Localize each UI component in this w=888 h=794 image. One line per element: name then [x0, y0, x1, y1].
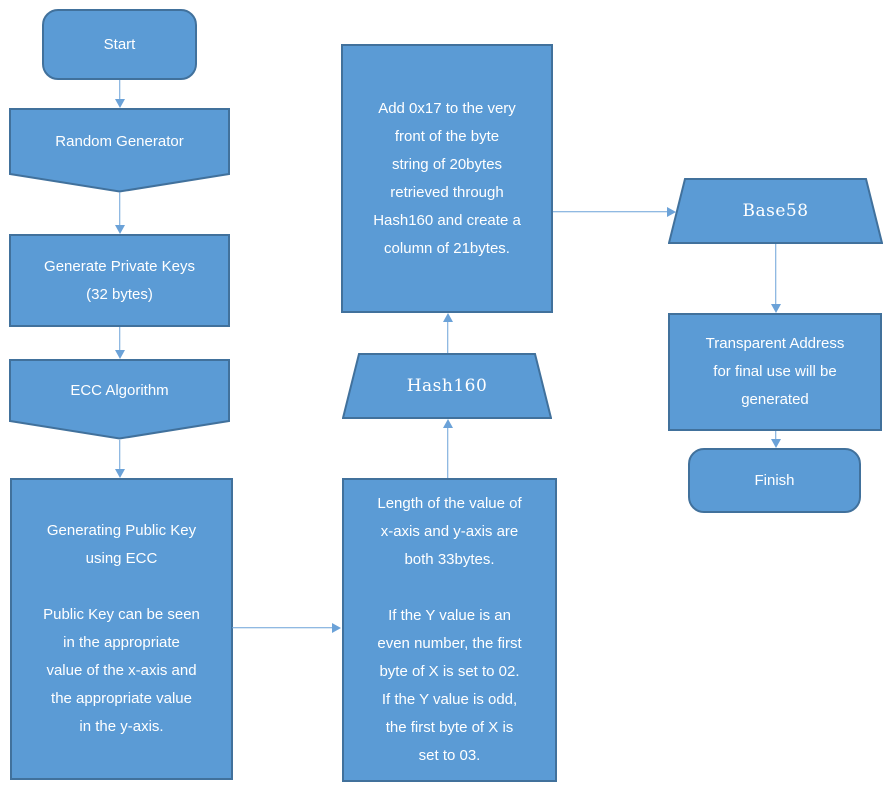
connector-random-generator-to-private-keys: [114, 192, 125, 234]
arrowhead-down-icon: [114, 350, 125, 359]
node-transparent-address: Transparent Address for final use will b…: [668, 313, 882, 431]
node-xy-length: Length of the value of x-axis and y-axis…: [342, 478, 557, 782]
connector-line: [774, 431, 777, 440]
connector-line: [446, 321, 449, 353]
text-line: using ECC: [85, 550, 158, 567]
node-start-label: Start: [103, 35, 136, 53]
text-line: If the Y value is an: [388, 607, 511, 624]
text-line: in the y-axis.: [79, 718, 164, 735]
connector-line: [118, 327, 121, 351]
node-finish: Finish: [688, 448, 861, 513]
node-generate-private-keys: Generate Private Keys (32 bytes): [9, 234, 230, 327]
node-hash160: Hash160: [342, 353, 552, 419]
text-line: the first byte of X is: [385, 719, 514, 736]
text-line: both 33bytes.: [404, 551, 495, 568]
node-hash160-label: Hash160: [406, 376, 488, 396]
connector-start-to-random-generator: [114, 80, 125, 108]
connector-public-key-to-xy-length: [232, 622, 341, 633]
node-public-key: Generating Public Key using ECC Public K…: [10, 478, 233, 780]
arrowhead-up-icon: [442, 419, 453, 428]
pentagon-down-shape: [9, 108, 230, 193]
connector-line: [118, 80, 121, 100]
text-line: front of the byte: [394, 127, 500, 145]
connector-line: [232, 626, 333, 629]
text-line: set to 03.: [418, 747, 481, 764]
node-ecc-algorithm-label: ECC Algorithm: [70, 381, 169, 399]
text-line: Generating Public Key: [46, 522, 197, 539]
trapezoid-shape: [668, 178, 883, 244]
text-line: Length of the value of: [377, 495, 522, 512]
text-line: Add 0x17 to the very: [378, 99, 516, 117]
text-line: even number, the first: [377, 635, 522, 652]
connector-line: [774, 244, 777, 305]
node-random-generator-label: Random Generator: [55, 132, 184, 150]
connector-line: [553, 210, 668, 213]
text-line: column of 21bytes.: [384, 239, 510, 257]
arrowhead-down-icon: [114, 99, 125, 108]
text-line: If the Y value is odd,: [381, 691, 518, 708]
node-finish-label: Finish: [754, 471, 795, 489]
arrowhead-down-icon: [770, 439, 781, 448]
text-line: Generate Private Keys: [44, 257, 195, 275]
connector-hash160-to-add-prefix: [442, 313, 453, 353]
connector-line: [118, 440, 121, 470]
connector-ecc-to-public-key: [114, 440, 125, 478]
text-line: generated: [741, 391, 809, 408]
connector-private-keys-to-ecc: [114, 327, 125, 359]
text-line: (32 bytes): [86, 285, 153, 303]
connector-add-prefix-to-base58: [553, 206, 676, 217]
connector-xy-length-to-hash160: [442, 419, 453, 478]
node-random-generator: Random Generator: [9, 108, 230, 193]
text-line: x-axis and y-axis are: [380, 523, 519, 540]
node-base58: Base58: [668, 178, 883, 244]
text-line: byte of X is set to 02.: [379, 663, 520, 680]
arrowhead-down-icon: [114, 225, 125, 234]
connector-line: [118, 192, 121, 226]
text-line: retrieved through: [390, 183, 504, 201]
text-line: in the appropriate: [63, 634, 180, 651]
text-line: Transparent Address: [705, 335, 845, 352]
node-add-prefix: Add 0x17 to the very front of the byte s…: [341, 44, 553, 313]
arrowhead-down-icon: [114, 469, 125, 478]
arrowhead-up-icon: [442, 313, 453, 322]
text-line: Hash160 and create a: [373, 211, 521, 229]
node-start: Start: [42, 9, 197, 80]
text-line: value of the x-axis and: [46, 662, 197, 679]
text-line: the appropriate value: [51, 690, 192, 707]
arrowhead-down-icon: [770, 304, 781, 313]
text-line: string of 20bytes: [391, 155, 503, 173]
text-line: Public Key can be seen: [43, 606, 200, 623]
node-ecc-algorithm: ECC Algorithm: [9, 359, 230, 440]
connector-base58-to-transparent-address: [770, 244, 781, 313]
connector-line: [446, 427, 449, 478]
trapezoid-shape: [342, 353, 552, 419]
text-line: for final use will be: [713, 363, 837, 380]
arrowhead-right-icon: [667, 206, 676, 217]
pentagon-down-shape: [9, 359, 230, 440]
node-base58-label: Base58: [742, 201, 809, 221]
arrowhead-right-icon: [332, 622, 341, 633]
connector-transparent-address-to-finish: [770, 431, 781, 448]
